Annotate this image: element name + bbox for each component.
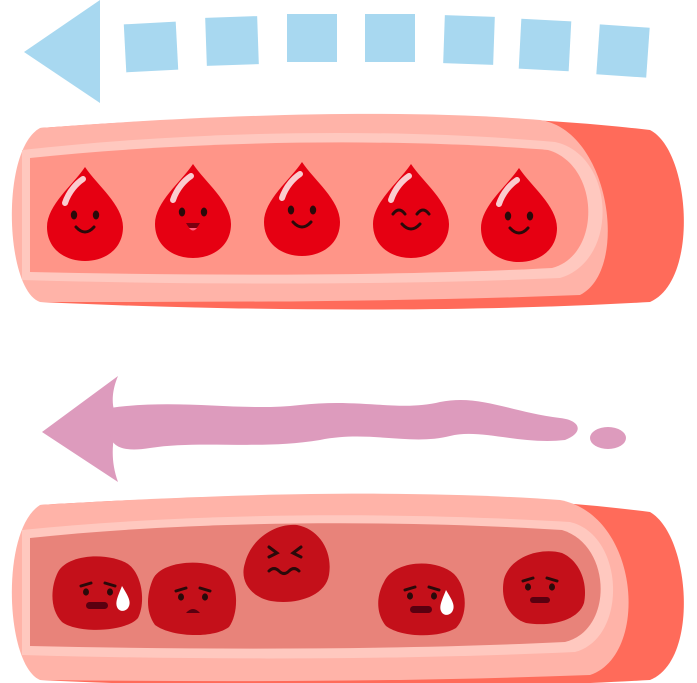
face-sad [174,586,212,613]
drop-highlight [279,171,303,201]
clump-body [502,551,586,625]
blood-drop-icon [373,164,449,258]
blood-drop-icon [47,167,123,261]
bottom-arrow-body [110,399,578,450]
drop-body [47,167,123,261]
top-arrow-head-icon [24,0,100,103]
top-arrow-dash [596,24,650,78]
clump-body [52,556,143,630]
top-arrow-dash [518,18,572,72]
drop-highlight [388,173,412,203]
face-open-mouth [178,207,208,231]
healthy-cells [47,162,557,262]
blood-drop-icon [264,162,340,256]
top-arrow-dash [365,14,415,62]
top-arrow-dash [123,21,179,73]
blood-drop-icon [155,164,231,258]
clump-body [148,562,237,636]
drop-body [155,164,231,258]
clump-body [243,524,330,602]
top-arrow-dash [205,16,259,66]
face-smile [504,211,534,235]
bottom-flow-arrow [42,376,626,482]
face-worried [267,545,303,575]
drop-body [373,164,449,258]
top-arrow-dash [443,15,495,65]
blood-drop-icon [481,168,557,262]
drop-highlight [170,173,194,203]
drop-body [264,162,340,256]
drop-body [481,168,557,262]
top-arrow-dash [287,14,337,62]
top-flow-arrow [24,0,650,103]
face-crying [79,581,130,611]
face-smile [287,205,317,229]
face-crying [403,585,454,615]
face-smile [70,210,100,234]
bottom-arrow-head-icon [42,376,118,482]
clumped-blood-cell-icon [243,524,330,602]
clumped-blood-cell-icon [52,556,143,630]
drop-highlight [496,177,520,207]
clumped-blood-cell-icon [502,551,586,625]
clump-body [378,563,465,636]
clumped-blood-cell-icon [378,563,465,636]
unhealthy-cells [52,524,586,636]
face-laughing [391,208,431,231]
drop-highlight [62,176,86,206]
bottom-arrow-dot [590,427,626,449]
clumped-blood-cell-icon [148,562,237,636]
face-troubled [521,576,559,603]
tear-icon [116,586,130,611]
tear-icon [440,590,454,615]
